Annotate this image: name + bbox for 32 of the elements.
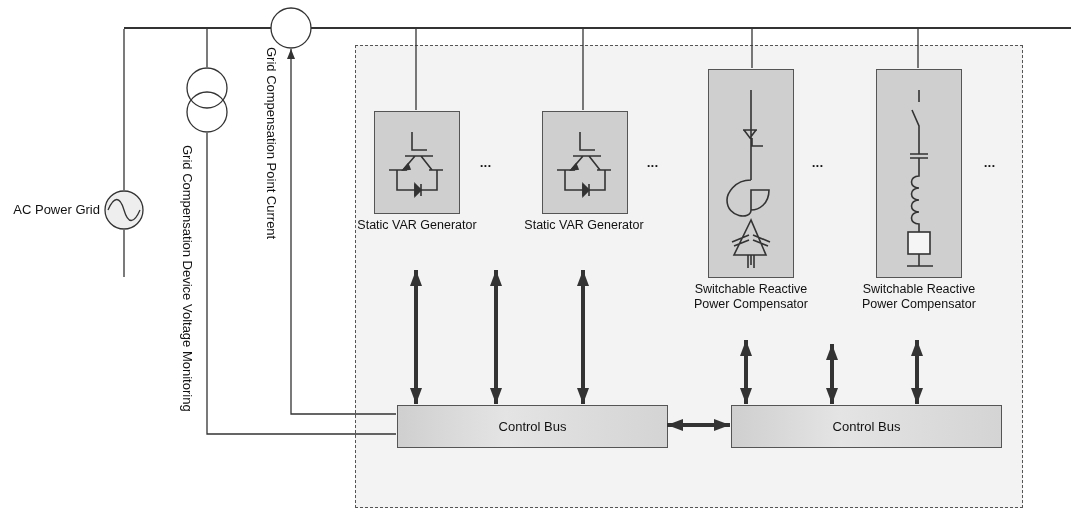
connector-line <box>415 28 417 111</box>
connector-line <box>917 28 919 69</box>
transformer-symbol <box>186 67 228 133</box>
ellipsis: ••• <box>983 160 997 172</box>
device-label: Switchable Reactive Power Compensator <box>861 282 977 312</box>
node-label: AC Power Grid <box>12 202 100 218</box>
arrow <box>667 419 730 431</box>
arrow <box>287 48 397 415</box>
ellipsis: ••• <box>646 160 660 172</box>
ellipsis: ••• <box>811 160 825 172</box>
connector-line <box>206 132 397 435</box>
device-label: Static VAR Generator <box>357 218 477 233</box>
node-label: Grid Compensation Device Voltage Monitoring <box>179 145 195 414</box>
connector-line <box>751 28 753 69</box>
arrow <box>410 270 422 404</box>
control-bus-box: Control Bus <box>731 405 1002 448</box>
arrow <box>490 270 502 404</box>
arrow <box>911 340 923 404</box>
connector-line <box>582 28 584 111</box>
arrow <box>740 340 752 404</box>
device-label: Static VAR Generator <box>524 218 644 233</box>
dashed-boundary-box <box>355 45 1023 508</box>
current-transformer-symbol <box>270 7 312 49</box>
connector-line <box>123 28 125 191</box>
connector-line <box>206 28 208 68</box>
ellipsis: ••• <box>479 160 493 172</box>
device-label: Switchable Reactive Power Compensator <box>693 282 809 312</box>
node-label: Grid Compensation Point Current <box>263 47 279 242</box>
arrow <box>577 270 589 404</box>
ac-source-symbol <box>104 190 144 230</box>
arrow <box>826 344 838 404</box>
control-bus-box: Control Bus <box>397 405 668 448</box>
